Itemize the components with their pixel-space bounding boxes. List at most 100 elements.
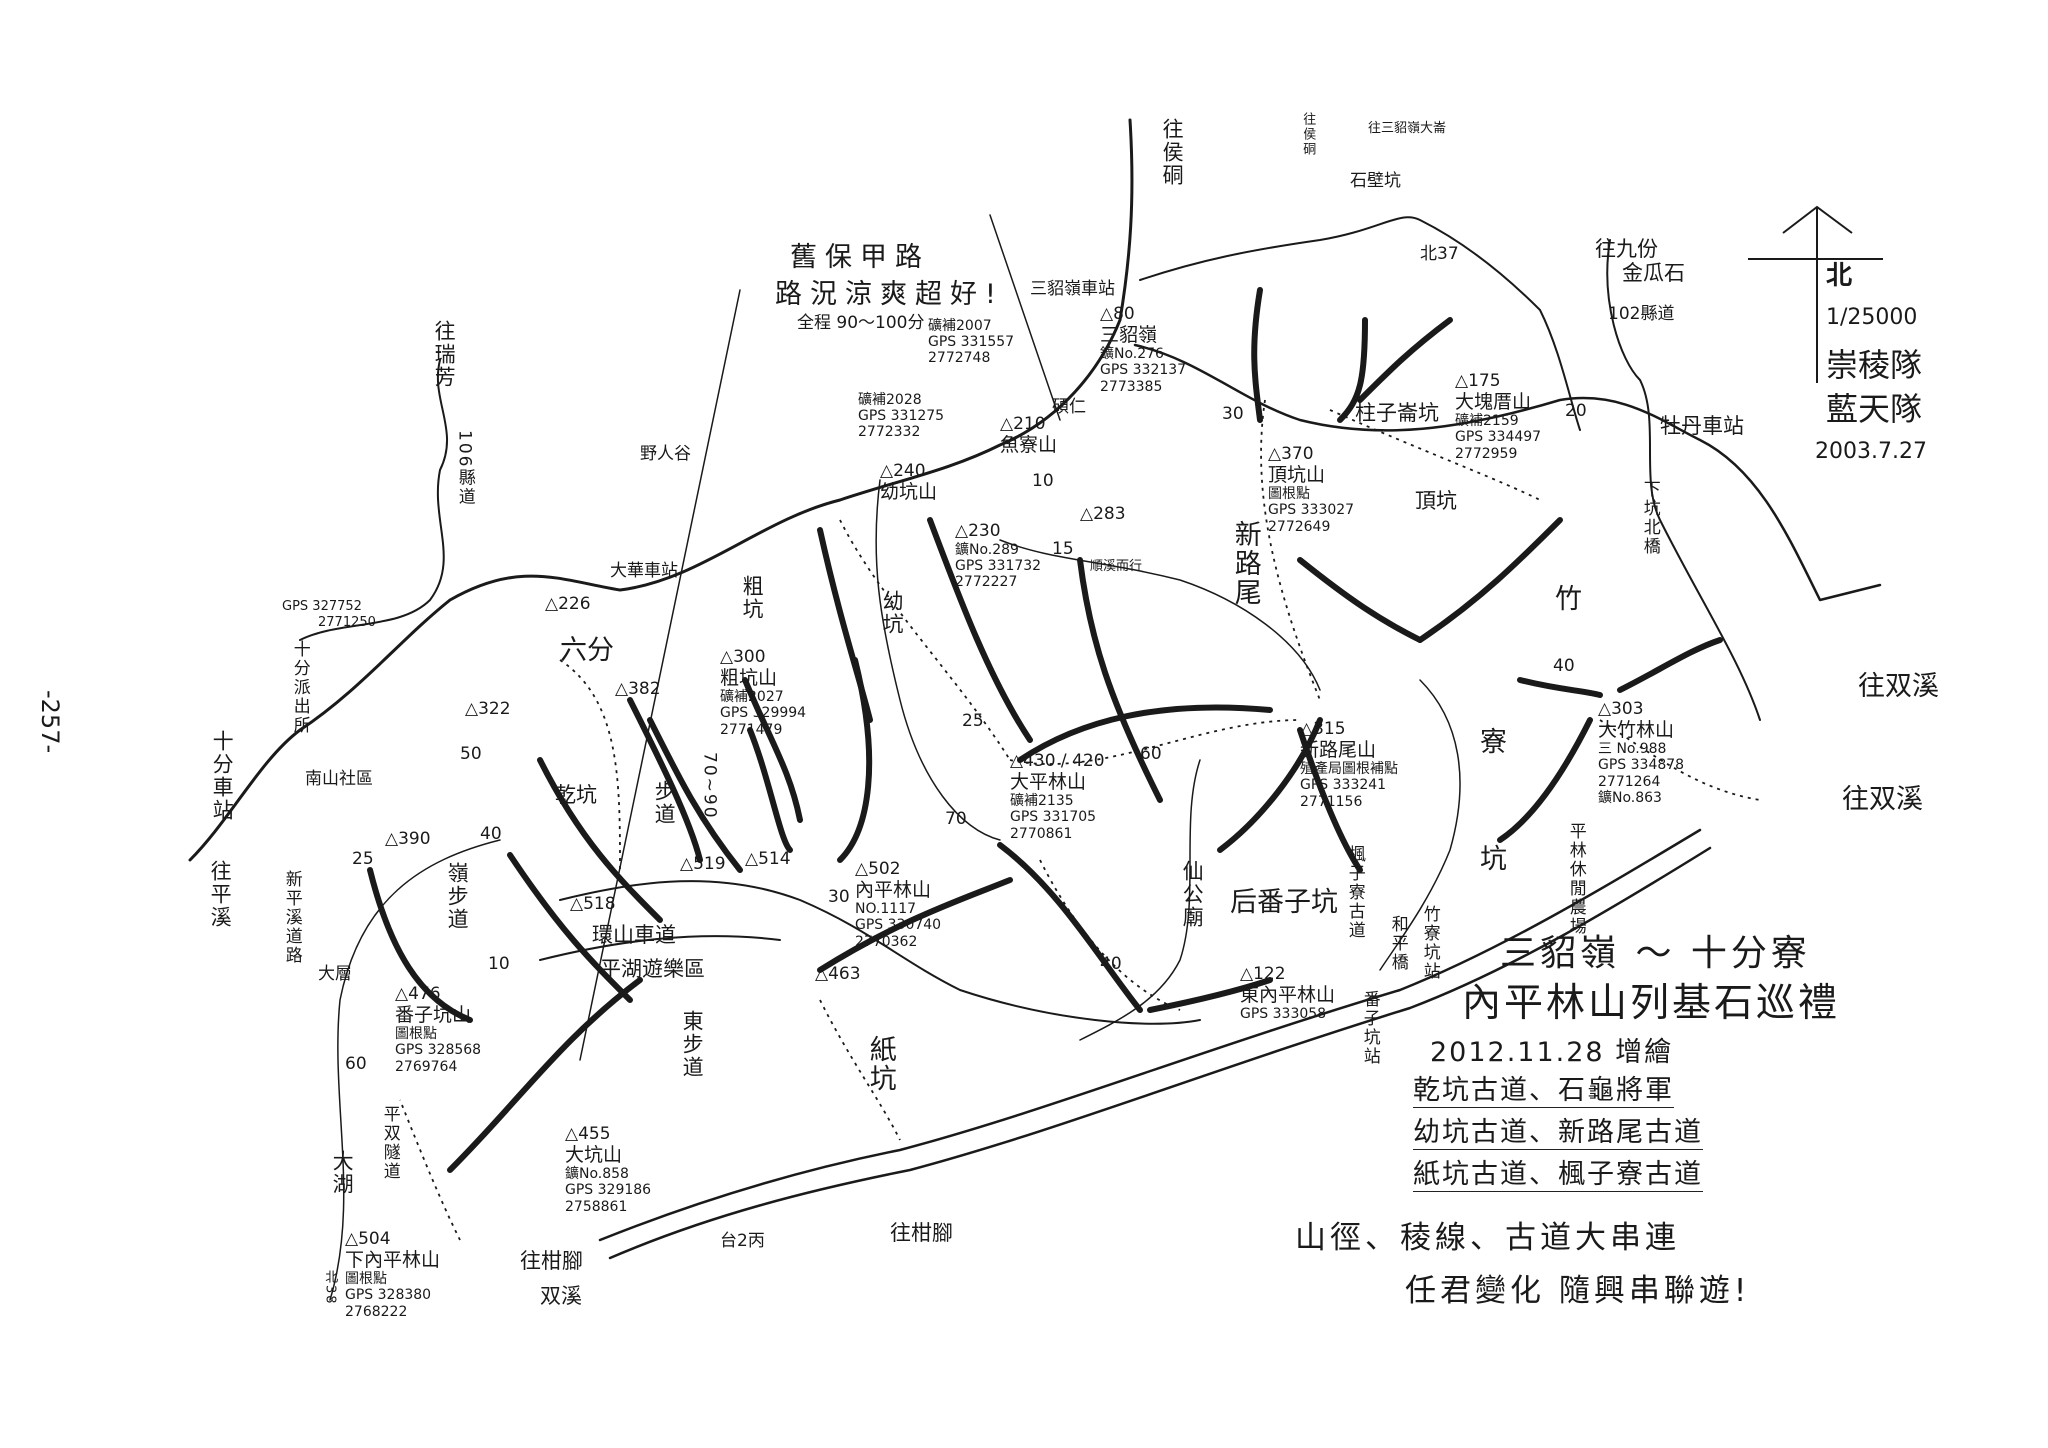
old-trail-pointer-1 [579, 289, 741, 1061]
peak-triangle-icon: △ [855, 859, 869, 879]
peak-elev: 283 [1093, 504, 1126, 524]
peak-gps2: 2772748 [928, 350, 991, 367]
contour-number: 40 [1553, 656, 1575, 676]
peak-mark: 礦補2027 [720, 689, 784, 706]
label-xinluwei: 新路尾 [1229, 520, 1261, 607]
ridge-line [747, 727, 793, 853]
peak-gps2: 2769764 [395, 1058, 458, 1075]
peak-triangle-icon: △ [745, 849, 759, 869]
peak-mark: 圖根點 [395, 1026, 437, 1043]
label-county-106: 106縣道 [454, 430, 475, 507]
peak-elev: 476 [408, 984, 441, 1004]
label-new-pingxi-road: 新平溪道路 [281, 870, 302, 965]
peak-gps2: 2771479 [720, 721, 783, 738]
peak-elev: 370 [1281, 444, 1314, 464]
peak-marker: △322 [465, 699, 511, 720]
peak-gps1: GPS 330740 [855, 917, 942, 934]
ridge-line [367, 867, 473, 1023]
peak-gps1: GPS 334497 [1455, 429, 1542, 446]
legend-team1: 崇稜隊 [1826, 346, 1923, 384]
label-daceng: 大層 [318, 964, 352, 984]
peak-elev: 382 [628, 679, 661, 699]
peak-mark: 圖根點 [345, 1271, 387, 1288]
peak-triangle-icon: △ [880, 461, 894, 481]
label-jinguashi: 金瓜石 [1622, 261, 1685, 285]
peak-elev: 502 [868, 859, 901, 879]
creek [1379, 679, 1461, 971]
label-pinghu-park: 平湖遊樂區 [600, 957, 705, 981]
contour-number: 20 [1565, 401, 1587, 421]
peak-gps1: GPS 331732 [955, 557, 1042, 574]
peak-elev: 514 [758, 849, 791, 869]
peak-triangle-icon: △ [815, 964, 829, 984]
peak-gps2: 2772959 [1455, 445, 1518, 462]
contour-number: 10 [1032, 471, 1054, 491]
peak-mark: 礦補2007 [928, 318, 992, 334]
peak-gps1: GPS 329994 [720, 705, 807, 722]
label-qiankeng: 乾坑 [555, 783, 597, 807]
label-to-shuangxi-2: 往双溪 [1842, 784, 1923, 815]
peak-elev: 230 [968, 521, 1001, 541]
label-xiangong-temple: 仙公廟 [1180, 860, 1205, 929]
contour-number: 60 [345, 1054, 367, 1074]
label-to-ganjiao-2: 往柑腳 [890, 1221, 953, 1245]
label-pingshuang-tunnel: 平双隧道 [379, 1105, 400, 1181]
creek [999, 539, 1321, 691]
road-huanshan [559, 880, 1201, 1025]
ridge-line [447, 977, 643, 1173]
trail-path [839, 519, 1011, 761]
label-county-102: 102縣道 [1608, 304, 1675, 324]
contour-number: 30 [828, 887, 850, 907]
peak-marker: △463 [815, 964, 861, 985]
peak-marker: △382 [615, 679, 661, 700]
ridge-line [507, 852, 633, 1003]
label-to-houtong: 往侯硐 [1160, 118, 1185, 187]
peak-mark2: 鑛No.863 [1598, 789, 1662, 806]
peak-gps1: GPS 333027 [1268, 502, 1355, 519]
road-pinghu [539, 935, 781, 961]
map-subtitle: 內平林山列基石巡禮 [1462, 981, 1841, 1026]
peak-triangle-icon: △ [570, 894, 584, 914]
peak-elev: 315 [1313, 719, 1346, 739]
peak-name: 大坑山 [565, 1143, 623, 1166]
slogan-line-1: 山徑、稜線、古道大串連 [1295, 1220, 1680, 1256]
label-youkeng: 幼坑 [880, 590, 905, 636]
road-102 [1606, 239, 1761, 721]
label-cukeng: 粗坑 [740, 575, 765, 621]
peak-gps2: 2758861 [565, 1198, 628, 1215]
peak-gps1: GPS 334878 [1598, 757, 1685, 774]
ridge-line [927, 517, 1033, 743]
label-east-trail: 東步道 [680, 1010, 705, 1079]
peak-gps2: 2771264 [1598, 773, 1661, 790]
contour-number: 25 [962, 711, 984, 731]
label-mudan-station: 牡丹車站 [1660, 414, 1744, 438]
label-to-houtong-2: 往侯硐 [1300, 112, 1316, 157]
label-shuangxi: 双溪 [540, 1284, 582, 1308]
label-shifen-police-gps1: GPS 327752 [282, 599, 362, 614]
label-to-shuangxi: 往双溪 [1858, 671, 1939, 702]
ridge-line [817, 877, 1013, 973]
peak-gps1: GPS 331275 [858, 408, 945, 425]
peak-marker: △283 [1080, 504, 1126, 525]
peak-mark: 礦補2028 [858, 392, 922, 408]
label-xiakeng-bridge: 下坑北橋 [1639, 480, 1660, 556]
ridge-line [1077, 557, 1163, 803]
peak-gps1: GPS 333241 [1300, 777, 1387, 794]
route-line-1: 乾坑古道、石龜將軍 [1413, 1068, 1674, 1108]
peak-gps2: 2768222 [345, 1303, 408, 1320]
peak-elev: 300 [733, 647, 766, 667]
creek [875, 479, 1001, 841]
peak-elev: 463 [828, 964, 861, 984]
peak-gps1: GPS 333058 [1240, 1006, 1327, 1023]
label-zhikeng: 紙坑 [864, 1035, 896, 1093]
peak-triangle-icon: △ [465, 699, 479, 719]
route-line-2: 幼坑古道、新路尾古道 [1413, 1110, 1703, 1150]
label-yerengu: 野人谷 [640, 444, 691, 464]
